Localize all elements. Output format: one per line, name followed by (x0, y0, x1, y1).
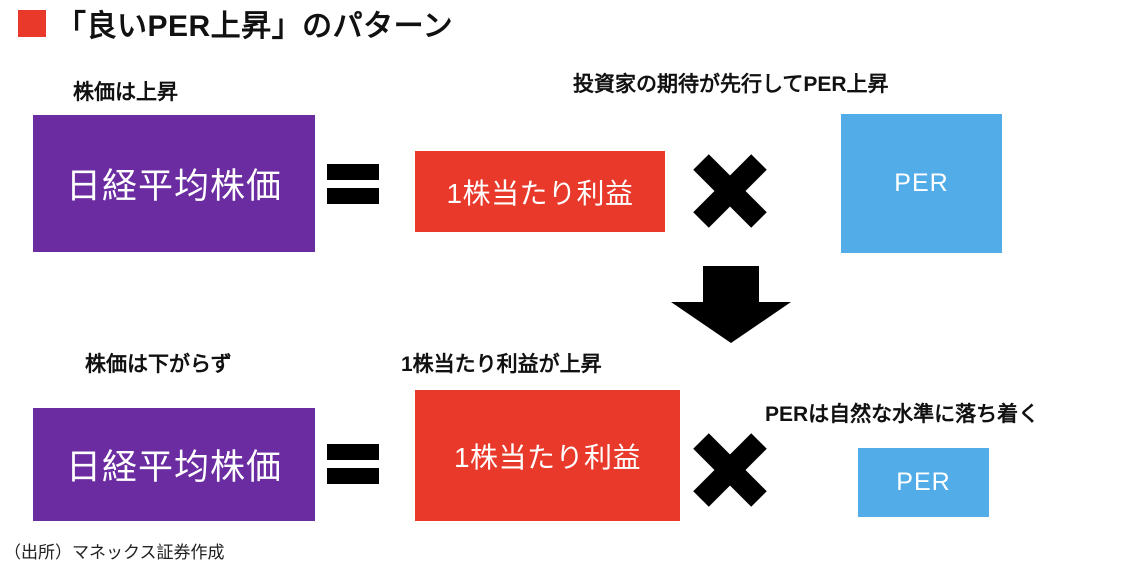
title-bullet-icon (18, 10, 46, 37)
row2-per-label: PER (896, 468, 951, 496)
row2-earnings-per-share-label: 1株当たり利益 (453, 441, 642, 473)
row1-nikkei-average-label: 日経平均株価 (65, 167, 282, 206)
page-title: 「良いPER上昇」のパターン (56, 10, 454, 43)
source-note: （出所）マネックス証券作成 (4, 543, 225, 562)
row2-nikkei-average-box: 日経平均株価 (33, 408, 315, 521)
row1-left-caption: 株価は上昇 (73, 81, 178, 104)
row1-per-label: PER (894, 169, 949, 197)
row2-left-caption: 株価は下がらず (85, 353, 232, 376)
row1-earnings-per-share-label: 1株当たり利益 (446, 177, 634, 209)
row2-middle-caption: 1株当たり利益が上昇 (401, 353, 602, 376)
row2-right-caption: PERは自然な水準に落ち着く (765, 403, 1040, 426)
down-arrow-icon (671, 266, 791, 343)
row2-earnings-per-share-box: 1株当たり利益 (415, 390, 680, 521)
row2-times-icon (693, 433, 767, 507)
row2-nikkei-average-label: 日経平均株価 (65, 448, 282, 487)
row1-earnings-per-share-box: 1株当たり利益 (415, 151, 665, 232)
row1-nikkei-average-box: 日経平均株価 (33, 115, 315, 252)
row1-equals-icon (327, 161, 379, 207)
row2-per-box: PER (858, 448, 989, 517)
row1-per-box: PER (841, 114, 1002, 253)
row2-equals-icon (327, 441, 379, 487)
row1-right-caption: 投資家の期待が先行してPER上昇 (573, 73, 889, 96)
row1-times-icon (693, 154, 767, 228)
